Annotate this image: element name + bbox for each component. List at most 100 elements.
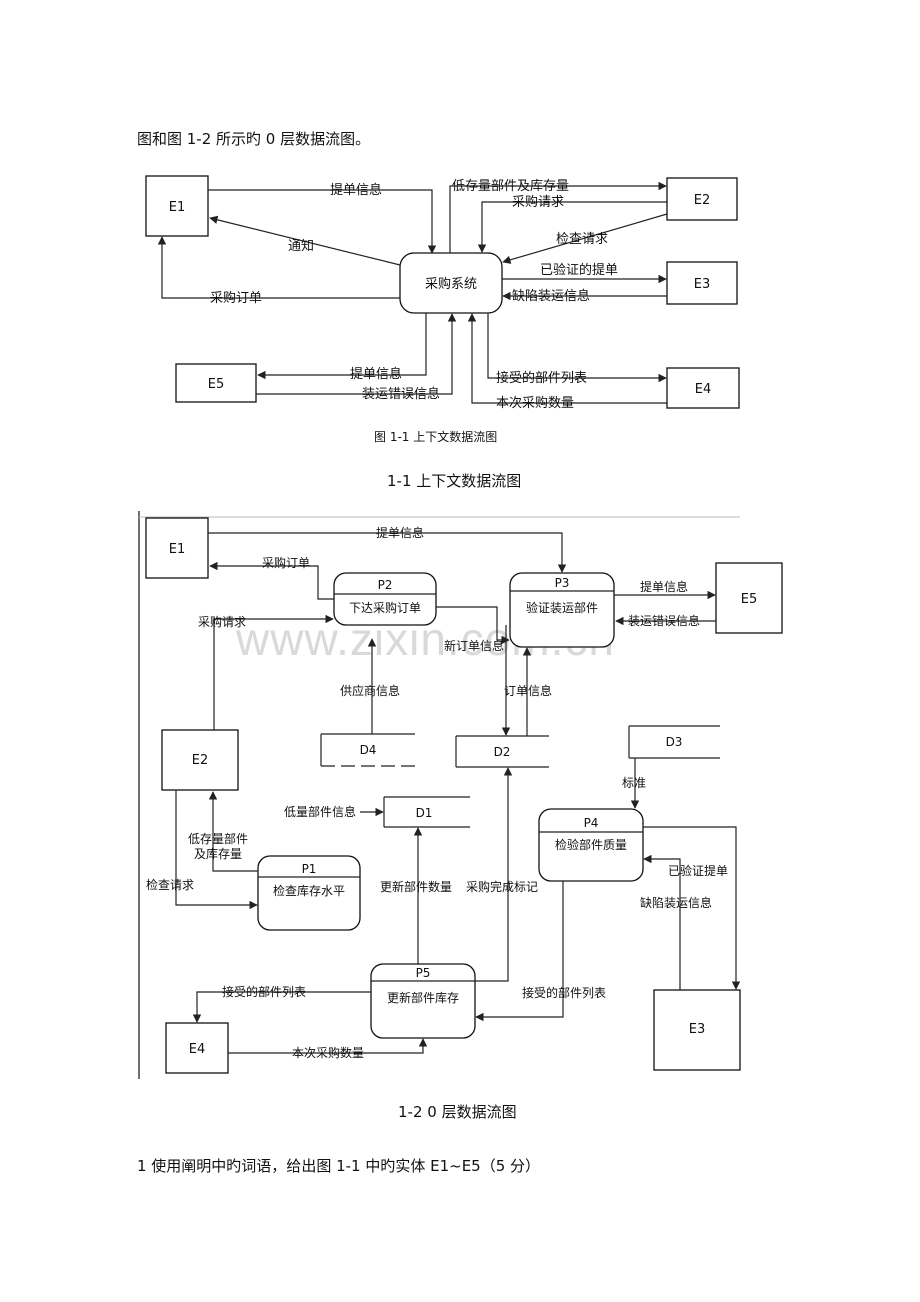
flow-caigou-qingqiu	[477, 201, 667, 253]
flow-low-stock-label: 低存量部件及库存量	[452, 178, 569, 194]
entity-e1-label: E1	[169, 542, 186, 557]
entity-e3-label: E3	[689, 1022, 706, 1037]
flow-caigou-dingdan-label: 采购订单	[210, 290, 262, 306]
entity-e1-label: E1	[169, 200, 186, 215]
entity-e3	[666, 261, 738, 305]
flow-order-info-label: 订单信息	[504, 683, 552, 698]
intro-text: 图和图 1-2 所示旳 0 层数据流图。	[137, 130, 371, 148]
flow-new-order-label: 新订单信息	[444, 638, 504, 653]
process-p2: P2 下达采购订单	[333, 572, 437, 626]
flow-low-stock	[208, 791, 258, 872]
flow-e1-tidan	[208, 189, 437, 254]
process-p3: P3 验证装运部件	[509, 572, 615, 648]
flow-low-stock	[449, 181, 667, 253]
flow-accepted-right-label: 接受的部件列表	[522, 985, 606, 1000]
flow-jiancha-qingqiu-label: 检查请求	[556, 232, 608, 247]
entity-e2-label: E2	[192, 753, 209, 768]
entity-e2-label: E2	[694, 193, 711, 208]
entity-e4	[666, 367, 740, 409]
flow-check-req	[175, 790, 258, 910]
figure1-caption: 1-1 上下文数据流图	[387, 472, 522, 490]
question-text: 1 使用阐明中旳词语，给出图 1-1 中旳实体 E1~E5（5 分）	[137, 1157, 541, 1175]
flow-defect-label: 缺陷装运信息	[640, 895, 712, 910]
system-process	[399, 252, 503, 314]
store-d4: D4	[320, 733, 415, 767]
entity-e2	[666, 177, 738, 221]
flow-tongzhi-label: 通知	[288, 238, 314, 254]
process-p2-id: P2	[378, 578, 393, 592]
store-d1-label: D1	[416, 806, 433, 820]
flow-supplier-label: 供应商信息	[340, 683, 400, 698]
entity-e2	[161, 729, 239, 791]
flow-low-stock-label-1: 低存量部件	[188, 831, 248, 846]
flow-e5-tidan-label: 提单信息	[350, 366, 402, 382]
process-p3-name: 验证装运部件	[526, 600, 598, 615]
flow-caigou-dingdan	[157, 236, 400, 299]
flow-caigou-dingdan	[209, 561, 334, 600]
store-d2: D2	[455, 735, 549, 768]
flow-tidan-info	[208, 532, 567, 573]
flow-tidan-info-label: 提单信息	[376, 525, 424, 540]
flow-done-flag-label: 采购完成标记	[466, 879, 538, 894]
flow-quantity-label: 本次采购数量	[292, 1045, 364, 1060]
flow-caigou-dingdan-label: 采购订单	[262, 555, 310, 570]
entity-e1	[145, 175, 209, 237]
flow-defect-label: 缺陷装运信息	[512, 288, 590, 304]
flow-tongzhi	[209, 215, 401, 266]
flow-e4-quantity	[467, 313, 667, 404]
flow-e5-error-label: 装运错误信息	[362, 386, 440, 402]
flow-low-stock-label-2: 及库存量	[194, 846, 242, 861]
process-p1: P1 检查库存水平	[257, 855, 361, 931]
entity-e4-label: E4	[189, 1042, 206, 1057]
flow-defect	[643, 854, 681, 990]
flow-done-flag	[475, 767, 513, 982]
entity-e5-label: E5	[741, 592, 758, 607]
flow-caigou-qingqiu-label: 采购请求	[198, 614, 246, 629]
store-d1: D1	[383, 796, 470, 828]
store-d3: D3	[628, 725, 720, 759]
flow-p3-tidan-label: 提单信息	[640, 579, 688, 594]
flow-e1-tidan-label: 提单信息	[330, 182, 382, 198]
figure1-inner-caption: 图 1-1 上下文数据流图	[374, 429, 497, 444]
process-p4-id: P4	[584, 816, 599, 830]
process-p3-id: P3	[555, 576, 570, 590]
flow-accepted-left-label: 接受的部件列表	[222, 984, 306, 999]
flow-verified-label: 已验证的提单	[540, 262, 618, 278]
flow-quantity	[228, 1038, 428, 1054]
store-d4-label: D4	[360, 743, 377, 757]
flow-update-qty-label: 更新部件数量	[380, 879, 452, 894]
flow-e5-error	[256, 313, 457, 395]
flow-accepted-left	[192, 991, 371, 1023]
flow-e4-quantity-label: 本次采购数量	[496, 395, 574, 411]
process-p4: P4 检验部件质量	[538, 808, 644, 882]
store-d2-label: D2	[494, 745, 511, 759]
flow-e4-accepted	[487, 313, 667, 383]
flow-check-req-label: 检查请求	[146, 877, 194, 892]
entity-e5-label: E5	[208, 377, 225, 392]
system-process-label: 采购系统	[425, 276, 477, 292]
flow-new-order	[436, 606, 510, 645]
flow-e4-accepted-label: 接受的部件列表	[496, 370, 587, 386]
process-p5: P5 更新部件库存	[370, 963, 476, 1039]
flow-low-part-info-label: 低量部件信息	[284, 804, 356, 819]
process-p5-id: P5	[416, 966, 431, 980]
process-p1-name: 检查库存水平	[273, 883, 345, 898]
entity-e4-label: E4	[695, 382, 712, 397]
flow-accepted-right	[475, 881, 564, 1022]
flow-caigou-qingqiu	[213, 614, 334, 730]
entity-e5	[175, 363, 257, 403]
entity-e3	[653, 989, 741, 1071]
flow-verified-label: 已验证提单	[668, 863, 728, 878]
flow-verified	[643, 826, 741, 990]
flow-p3-error-label: 装运错误信息	[628, 613, 700, 628]
entity-e3-label: E3	[694, 277, 711, 292]
figure2-caption: 1-2 0 层数据流图	[398, 1103, 517, 1121]
process-p1-id: P1	[302, 862, 317, 876]
level0-dfd-figure: www.zixin.com.cn E1 E2 E5 E4 E3 P2 下达采购订…	[138, 511, 783, 1079]
flow-jiancha-qingqiu	[502, 213, 668, 264]
context-dfd-figure: E1 E2 E3 E4 E5 采购系统 提单信息 通知 采购订单 低存量部件及库…	[145, 175, 740, 444]
entity-e5	[715, 562, 783, 634]
entity-e4	[165, 1022, 229, 1074]
store-d3-label: D3	[666, 735, 683, 749]
process-p5-name: 更新部件库存	[387, 990, 459, 1005]
